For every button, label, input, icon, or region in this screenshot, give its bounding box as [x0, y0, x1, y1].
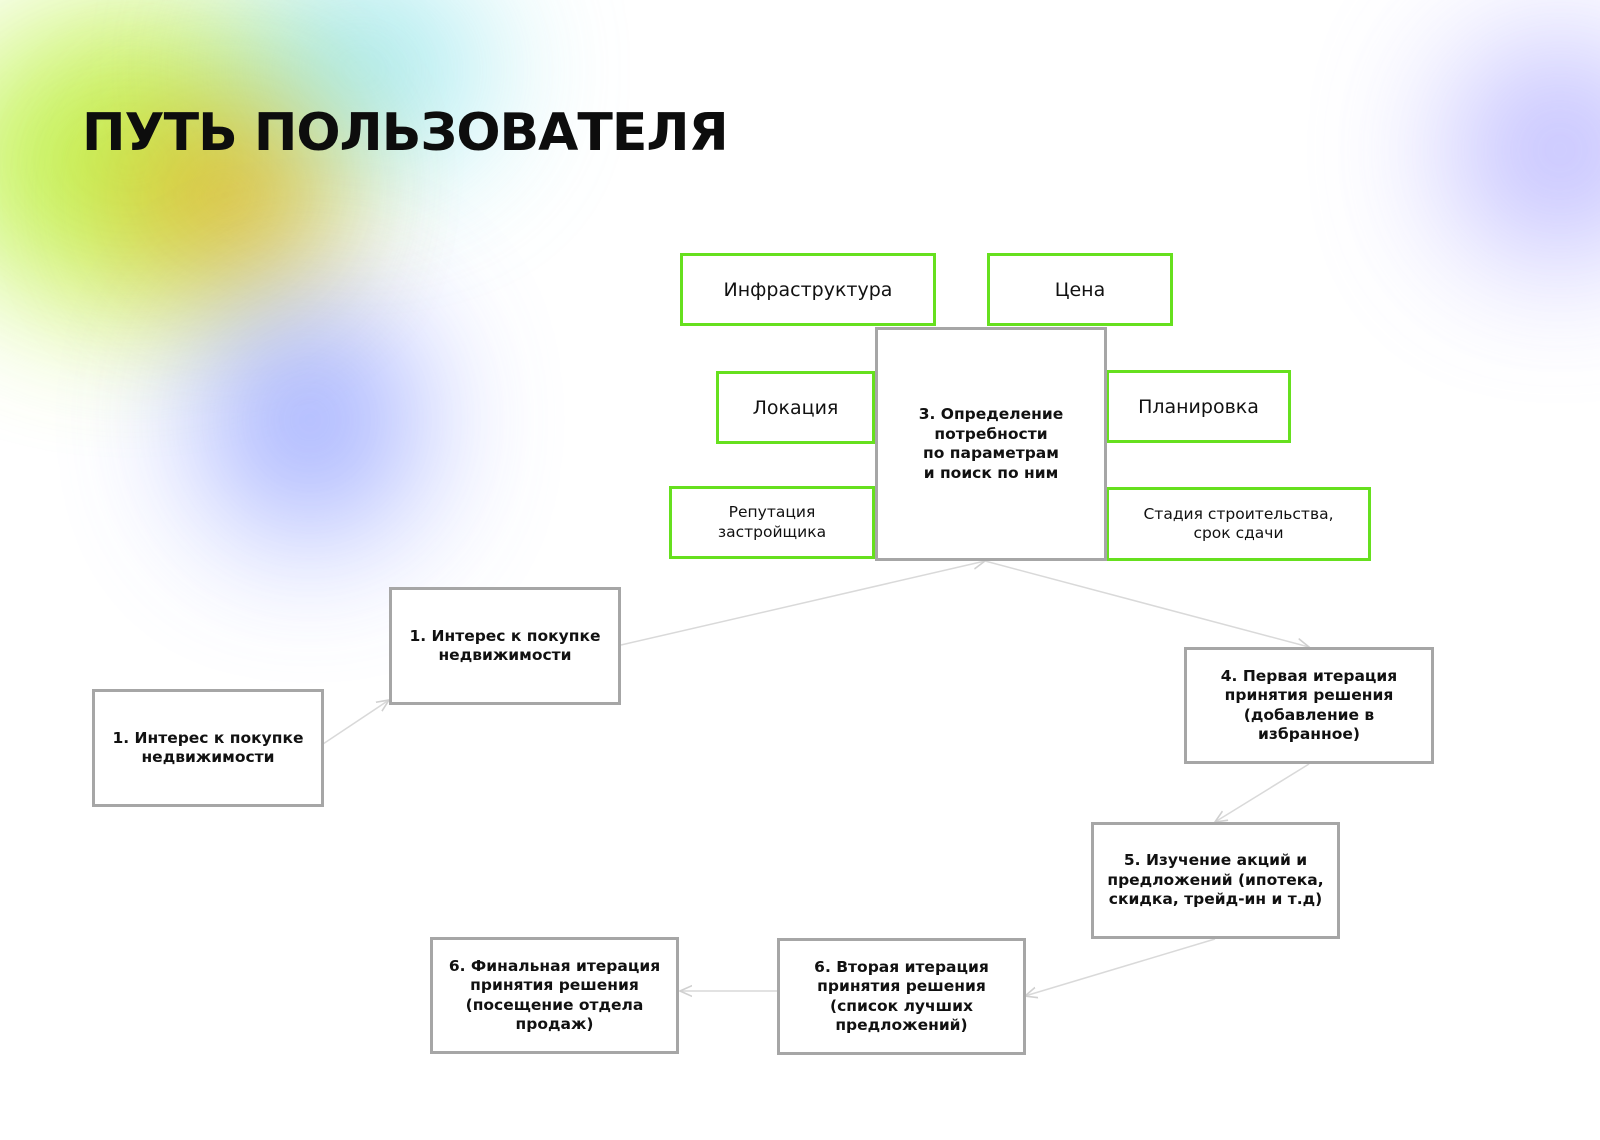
param-price: Цена	[987, 253, 1173, 326]
step-3-label: 3. Определение потребности по параметрам…	[918, 405, 1064, 482]
step-4-label: 4. Первая итерация принятия решения (доб…	[1220, 666, 1398, 744]
step-6-final-label: 6. Финальная итерация принятия решения (…	[448, 956, 661, 1034]
step-6-final-iteration: 6. Финальная итерация принятия решения (…	[430, 937, 679, 1054]
connector-1a-to-1b	[319, 700, 389, 747]
step-5-offers-study: 5. Изучение акций и предложений (ипотека…	[1091, 822, 1340, 939]
step-1-interest-first-label: 1. Интерес к покупке недвижимости	[112, 728, 304, 767]
param-layout: Планировка	[1106, 370, 1291, 443]
step-1-interest-first: 1. Интерес к покупке недвижимости	[92, 689, 324, 807]
step-1-interest-second-label: 1. Интерес к покупке недвижимости	[409, 626, 601, 665]
param-location-label: Локация	[752, 396, 839, 419]
param-developer-reputation: Репутация застройщика	[669, 486, 875, 559]
param-construction-stage-label: Стадия строительства, срок сдачи	[1143, 504, 1334, 543]
connector-1b-to-3	[620, 561, 985, 646]
param-layout-label: Планировка	[1138, 395, 1259, 418]
param-infrastructure: Инфраструктура	[680, 253, 936, 326]
page-title: ПУТЬ ПОЛЬЗОВАТЕЛЯ	[82, 103, 729, 163]
connector-3-to-4	[984, 560, 1309, 647]
step-3-needs-definition: 3. Определение потребности по параметрам…	[875, 327, 1107, 561]
step-1-interest-second: 1. Интерес к покупке недвижимости	[389, 587, 621, 705]
param-infrastructure-label: Инфраструктура	[723, 278, 893, 301]
step-6-second-iteration: 6. Вторая итерация принятия решения (спи…	[777, 938, 1026, 1055]
step-6-second-label: 6. Вторая итерация принятия решения (спи…	[814, 957, 989, 1035]
step-4-first-iteration: 4. Первая итерация принятия решения (доб…	[1184, 647, 1434, 764]
param-construction-stage: Стадия строительства, срок сдачи	[1106, 487, 1371, 561]
param-price-label: Цена	[1054, 278, 1106, 301]
param-developer-reputation-label: Репутация застройщика	[717, 503, 827, 541]
step-5-label: 5. Изучение акций и предложений (ипотека…	[1107, 851, 1324, 909]
connector-5-to-6second	[1025, 938, 1216, 996]
param-location: Локация	[716, 371, 875, 444]
connector-4-to-5	[1215, 763, 1310, 822]
